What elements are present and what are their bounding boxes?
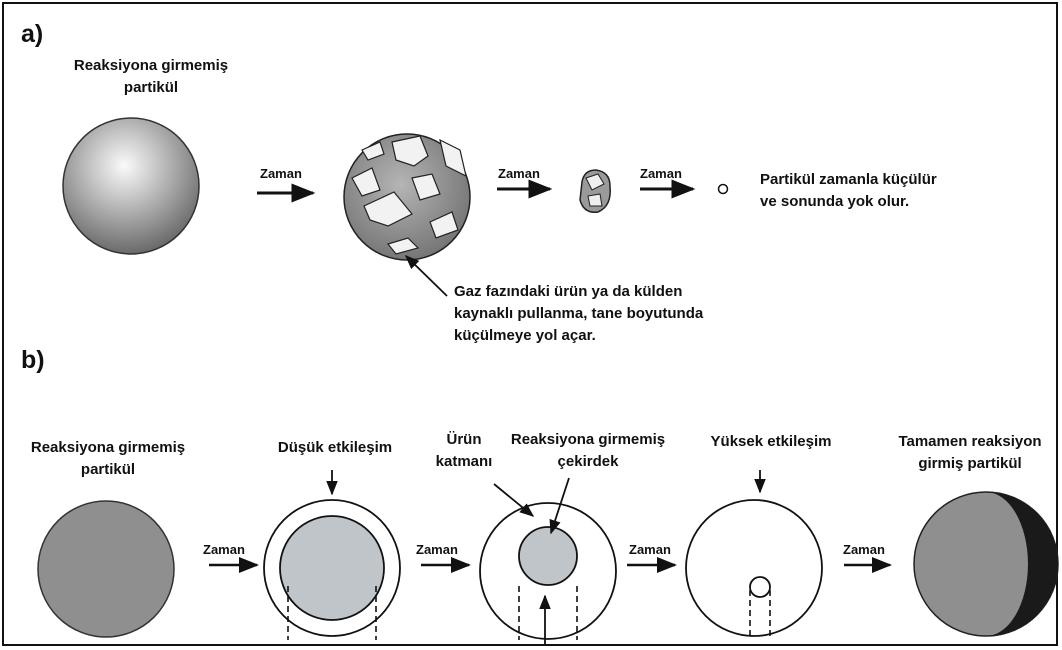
b-core-label-2: çekirdek — [558, 452, 619, 471]
product-layer-particle — [480, 478, 616, 646]
panel-b-letter: b) — [21, 346, 45, 374]
flaking-particle — [344, 134, 470, 260]
pointer-arrow-note — [406, 256, 447, 296]
a-unreacted-label-2: partikül — [124, 78, 178, 97]
b-time-label-1: Zaman — [203, 540, 245, 559]
b-full-reacted-label-1: Tamamen reaksiyon — [898, 432, 1041, 451]
b-time-label-4: Zaman — [843, 540, 885, 559]
a-note-line-2: kaynaklı pullanma, tane boyutunda — [454, 304, 703, 323]
a-result-line-1: Partikül zamanla küçülür — [760, 170, 937, 189]
a-time-label-1: Zaman — [260, 164, 302, 183]
a-unreacted-label-1: Reaksiyona girmemiş — [74, 56, 228, 75]
b-product-layer-label-1: Ürün — [447, 430, 482, 449]
b-unreacted-label-2: partikül — [81, 460, 135, 479]
vanishing-particle — [719, 185, 728, 194]
fully-reacted-particle — [914, 492, 1058, 636]
low-interaction-particle — [264, 470, 400, 640]
b-unreacted-label-1: Reaksiyona girmemiş — [31, 438, 185, 457]
b-full-reacted-label-2: girmiş partikül — [918, 454, 1021, 473]
b-core-label-1: Reaksiyona girmemiş — [511, 430, 665, 449]
small-particle — [580, 170, 610, 212]
b-time-label-3: Zaman — [629, 540, 671, 559]
b-low-interaction-label: Düşük etkileşim — [278, 438, 392, 457]
b-high-interaction-label: Yüksek etkileşim — [711, 432, 832, 451]
unreacted-particle-sphere — [63, 118, 199, 254]
a-result-line-2: ve sonunda yok olur. — [760, 192, 909, 211]
panel-a-letter: a) — [21, 20, 43, 48]
a-time-label-3: Zaman — [640, 164, 682, 183]
b-unreacted-particle — [38, 501, 174, 637]
b-product-layer-label-2: katmanı — [436, 452, 493, 471]
b-time-label-2: Zaman — [416, 540, 458, 559]
a-note-line-1: Gaz fazındaki ürün ya da külden — [454, 282, 682, 301]
a-note-line-3: küçülmeye yol açar. — [454, 326, 596, 345]
high-interaction-particle — [686, 470, 822, 640]
a-time-label-2: Zaman — [498, 164, 540, 183]
